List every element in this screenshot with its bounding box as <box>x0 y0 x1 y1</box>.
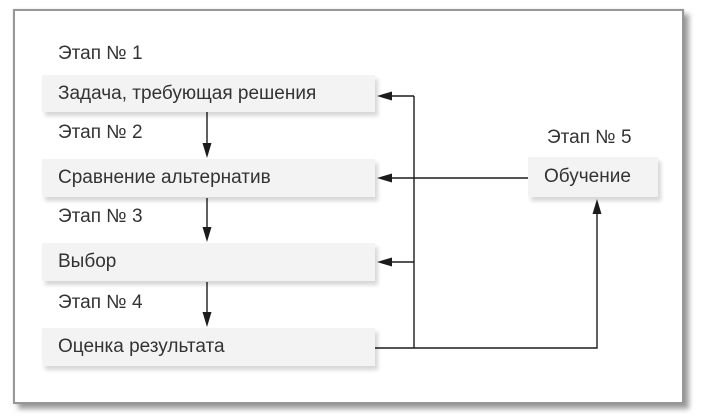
stage-label-4: Этап № 4 <box>58 292 143 313</box>
stage-box-comparison: Сравнение альтернатив <box>42 159 375 197</box>
stage-label-1: Этап № 1 <box>58 43 143 64</box>
stage-box-evaluation: Оценка результата <box>42 328 375 366</box>
stage-label-2: Этап № 2 <box>58 122 143 143</box>
stage-box-problem: Задача, требующая решения <box>42 75 375 112</box>
stage-box-choice: Выбор <box>42 243 375 281</box>
stage-box-learning: Обучение <box>528 157 658 197</box>
stage-label-3: Этап № 3 <box>58 206 143 227</box>
stage-label-5: Этап № 5 <box>547 127 632 148</box>
